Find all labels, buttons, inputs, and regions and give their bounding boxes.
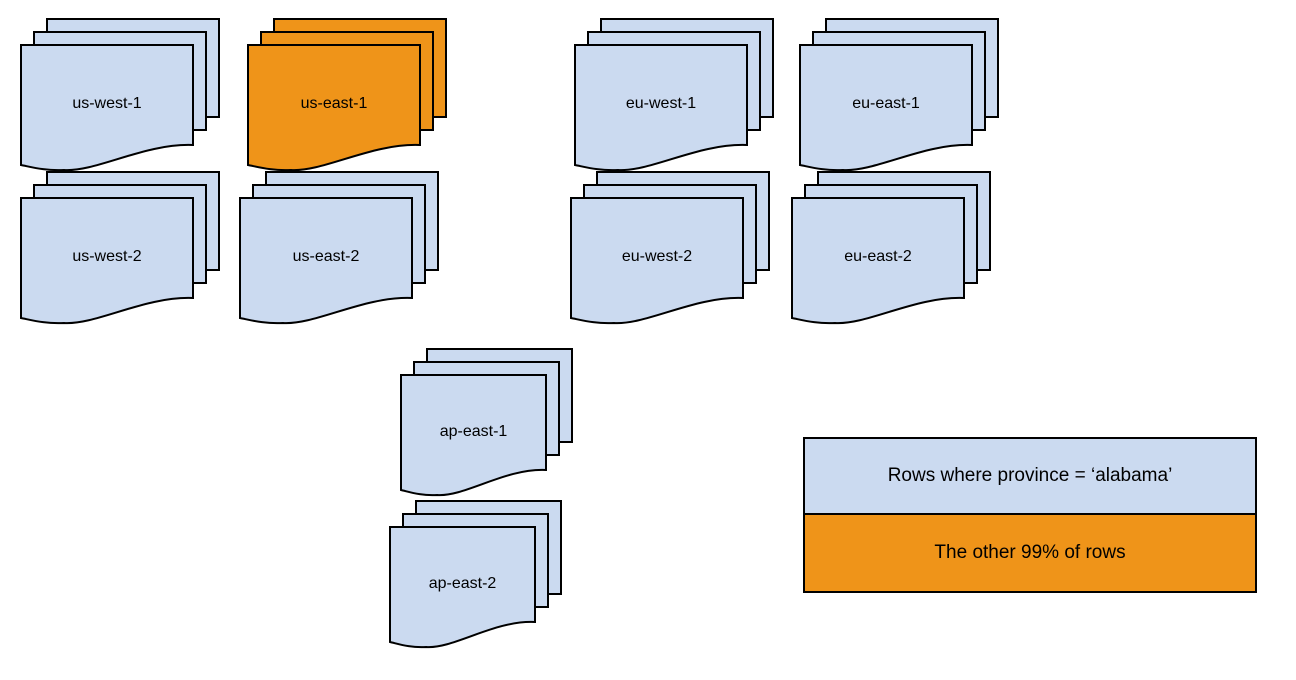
legend-label-blue: Rows where province = ‘alabama’	[887, 465, 1173, 486]
region-sheet-front	[20, 44, 194, 172]
region-stack-eu-east-1[interactable]	[799, 18, 999, 177]
region-stack-us-east-2[interactable]	[239, 171, 439, 330]
region-stack-eu-west-2[interactable]	[570, 171, 770, 330]
legend-item-blue: Rows where province = ‘alabama’	[805, 439, 1255, 515]
region-stack-shape-eu-east-2	[791, 171, 991, 325]
region-sheet-front	[239, 197, 413, 325]
legend: Rows where province = ‘alabama’ The othe…	[803, 437, 1257, 593]
region-stack-eu-east-2[interactable]	[791, 171, 991, 330]
region-stack-shape-eu-west-1	[574, 18, 774, 172]
region-stack-shape-eu-west-2	[570, 171, 770, 325]
region-stack-shape-us-east-2	[239, 171, 439, 325]
region-stack-us-east-1[interactable]	[247, 18, 447, 177]
region-stack-eu-west-1[interactable]	[574, 18, 774, 177]
region-sheet-front	[20, 197, 194, 325]
region-sheet-front	[791, 197, 965, 325]
region-stack-shape-ap-east-2	[389, 500, 562, 649]
region-sheet-front	[570, 197, 744, 325]
region-sheet-front	[389, 526, 536, 649]
region-stack-us-west-1[interactable]	[20, 18, 220, 177]
region-sheet-front	[247, 44, 421, 172]
region-stack-shape-ap-east-1	[400, 348, 573, 497]
region-stack-shape-us-west-2	[20, 171, 220, 325]
region-stack-us-west-2[interactable]	[20, 171, 220, 330]
region-sheet-front	[400, 374, 547, 497]
region-sheet-front	[799, 44, 973, 172]
region-stack-ap-east-2[interactable]	[389, 500, 562, 654]
region-stack-shape-eu-east-1	[799, 18, 999, 172]
legend-item-orange: The other 99% of rows	[805, 515, 1255, 591]
region-stack-shape-us-east-1	[247, 18, 447, 172]
region-stack-ap-east-1[interactable]	[400, 348, 573, 502]
region-sheet-front	[574, 44, 748, 172]
legend-label-orange: The other 99% of rows	[934, 542, 1126, 563]
region-stack-shape-us-west-1	[20, 18, 220, 172]
